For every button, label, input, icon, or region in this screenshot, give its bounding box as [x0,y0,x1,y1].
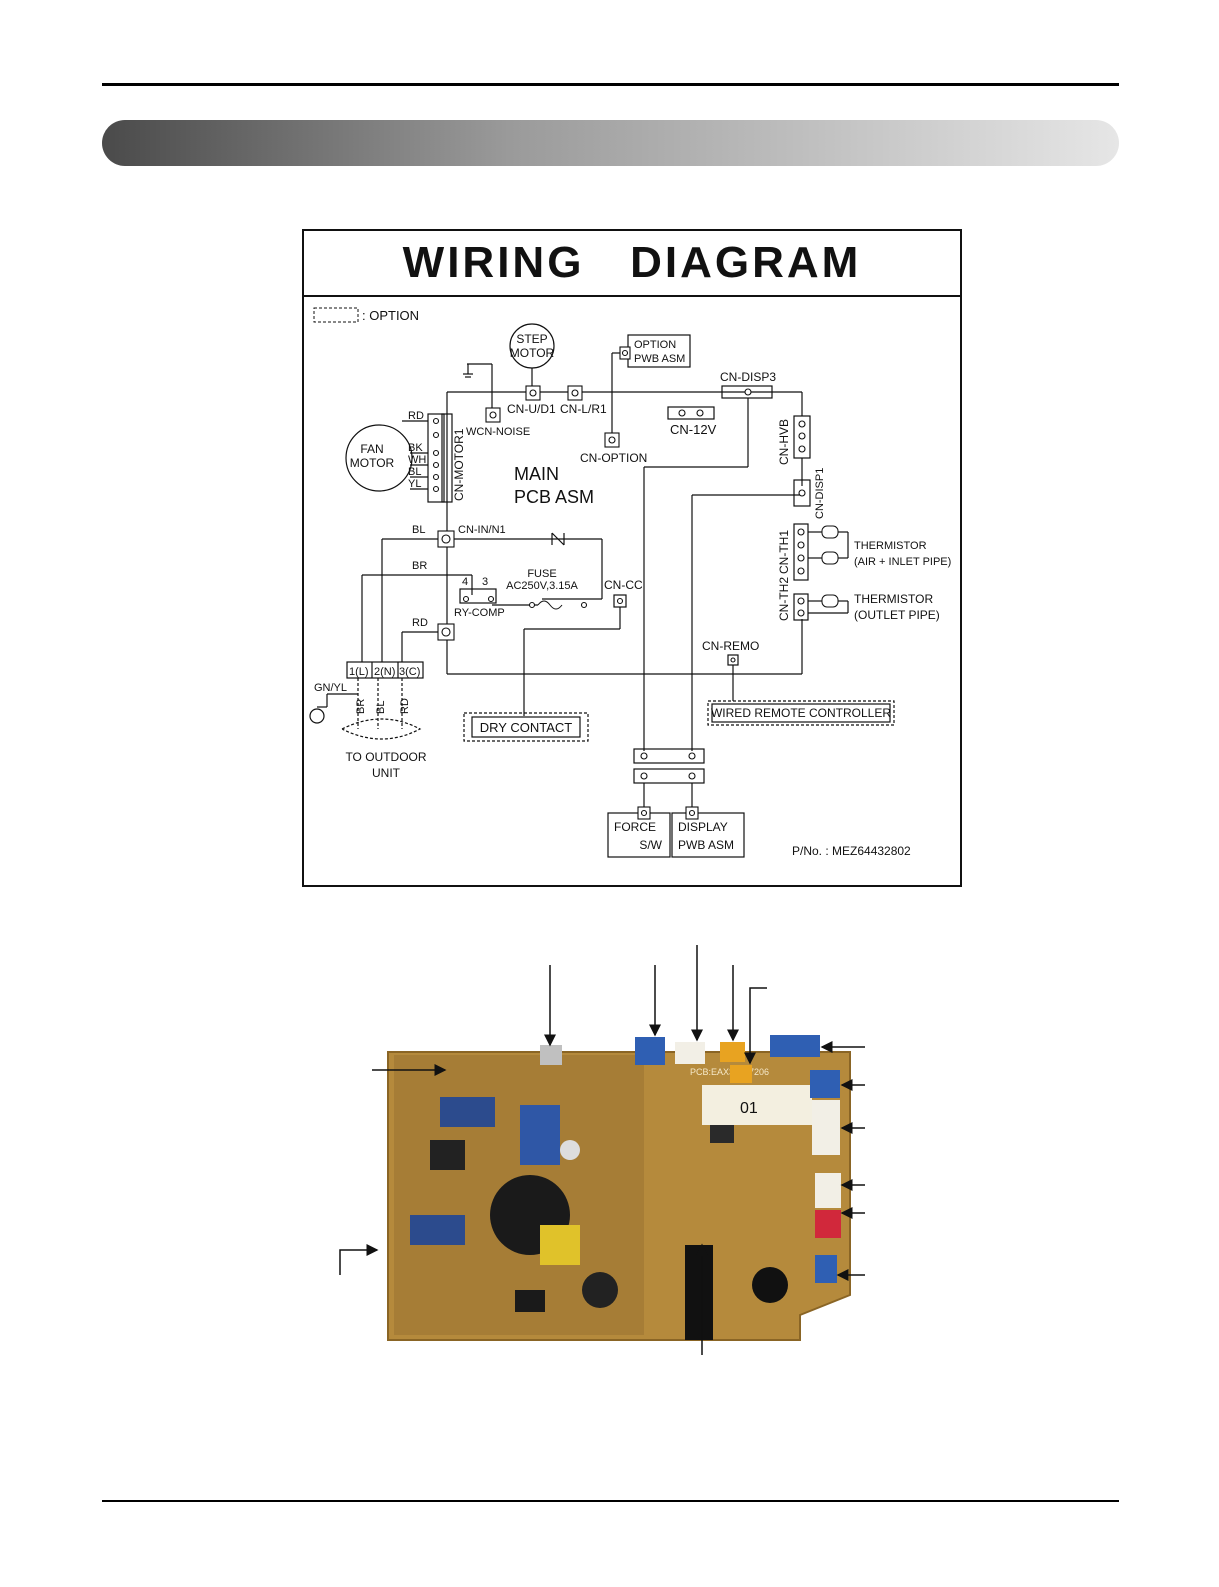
connector-cn-disp3 [635,1037,665,1065]
fuse-label-2: AC250V,3.15A [506,580,578,592]
pcb-photo-area: PCB:EAX35907206 01 [339,945,865,1355]
br-wire-label: BR [412,560,427,572]
connector-cn-motor [540,1045,562,1065]
to-outdoor-label-1: TO OUTDOOR [345,750,426,764]
cn-disp1-label: CN-DISP1 [814,468,826,519]
connector-cn-cc [815,1210,841,1238]
cn-remo-label: CN-REMO [702,639,759,653]
cn-th2-label: CN-TH2 [777,577,791,621]
capacitor-blue-3 [520,1105,560,1165]
wire-color-rd: RD [408,410,424,422]
electrolytic-cap-1 [560,1140,580,1160]
cn-cc-label: CN-CC [604,578,643,592]
callout-arrow-5 [744,987,767,1065]
part-number: P/No. : MEZ64432802 [792,844,911,858]
cn-option-label: CN-OPTION [580,451,647,465]
connector-cn-hvb [770,1035,820,1057]
option-legend-label: : OPTION [362,308,419,323]
connector-cn-disp1 [675,1042,705,1064]
top-rule [102,83,1119,86]
outdoor-wire-bl: BL [375,701,387,714]
thermistor1-label-2: (AIR + INLET PIPE) [854,556,951,568]
wire-color-yl: YL [408,478,421,490]
ic-chip-2 [710,1125,734,1143]
cn-in-n1-label: CN-IN/N1 [458,524,506,536]
cn-hvb-label: CN-HVB [777,419,791,465]
capacitor-blue-1 [440,1097,495,1127]
diagram-title: WIRING DIAGRAM [403,238,862,287]
thermistor2-label-1: THERMISTOR [854,592,933,606]
cable-bundle [685,1245,713,1340]
thermistor2-label-2: (OUTLET PIPE) [854,608,940,622]
option-legend-box [313,307,359,323]
capacitor-blue-2 [410,1215,465,1245]
terminal-2n: 2(N) [374,666,395,678]
ic-chip-1 [515,1290,545,1312]
display-pwb-label-2: PWB ASM [678,838,734,852]
wire-color-bl: BL [408,466,421,478]
display-pwb-label-1: DISPLAY [678,820,728,834]
sticker-code: 01 [740,1100,758,1117]
bl-wire-label: BL [412,524,425,536]
cn-motor1-label: CN-MOTOR1 [452,428,466,501]
dry-contact-label: DRY CONTACT [480,720,573,735]
cn-lr1-label: CN-L/R1 [560,402,607,416]
option-pwb-label-2: PWB ASM [634,353,685,365]
gn-yl-label: GN/YL [314,682,347,694]
step-motor-label-2: MOTOR [510,346,555,360]
step-motor-label-1: STEP [516,332,547,346]
relay-pin-3: 3 [482,576,488,588]
fan-motor-label-2: MOTOR [350,456,395,470]
buzzer [752,1267,788,1303]
connector-cn-th1 [810,1070,840,1098]
option-pwb-label-1: OPTION [634,339,676,351]
main-pcb-label-1: MAIN [514,464,559,484]
wcn-noise-label: WCN-NOISE [466,426,530,438]
bottom-rule [102,1500,1119,1502]
cn-ud1-label: CN-U/D1 [507,402,556,416]
relay-black [430,1140,465,1170]
wired-remote-label: WIRED REMOTE CONTROLLER [711,706,891,720]
outdoor-wire-rd: RD [399,698,411,714]
connector-cn-12v [720,1042,745,1062]
yellow-capacitor [540,1225,580,1265]
force-sw-label-1: FORCE [614,820,656,834]
rd-wire-label: RD [412,617,428,629]
cn-12v-label: CN-12V [670,422,717,437]
force-sw-label-2: S/W [639,838,662,852]
section-banner [102,120,1119,166]
wiring-diagram: WIRING DIAGRAM : OPTION [302,229,962,887]
callout-arrow-13 [339,1244,379,1275]
terminal-3c: 3(C) [399,666,420,678]
main-pcb-label-2: PCB ASM [514,487,594,507]
cn-disp3-label: CN-DISP3 [720,370,776,384]
thermistor1-label-1: THERMISTOR [854,540,927,552]
wire-color-wh: WH [408,454,426,466]
cn-th1-label: CN-TH1 [777,530,791,574]
label-sticker [702,1085,812,1125]
connector-cn-remo [730,1065,752,1083]
connector-cn-option [815,1173,841,1208]
fan-motor-label-1: FAN [360,442,383,456]
outdoor-wire-br: BR [355,699,367,714]
ry-comp-label: RY-COMP [454,607,505,619]
relay-pin-4: 4 [462,576,468,588]
connector-cn-ud1 [815,1255,837,1283]
board-marking: PCB:EAX35907206 [690,1067,769,1077]
wire-color-bk: BK [408,442,423,454]
connector-cn-th2 [812,1100,840,1155]
electrolytic-cap-2 [582,1272,618,1308]
to-outdoor-label-2: UNIT [372,766,401,780]
terminal-1l: 1(L) [349,666,369,678]
fuse-label-1: FUSE [527,568,556,580]
